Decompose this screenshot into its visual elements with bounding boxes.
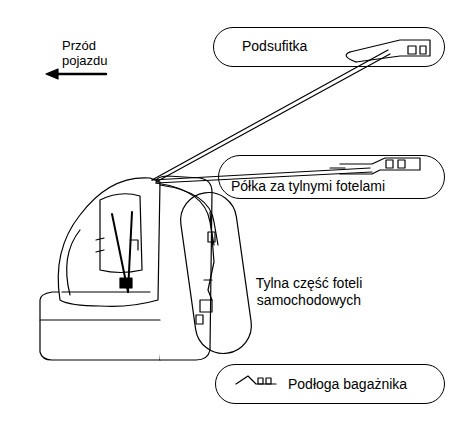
ceiling-anchor [346,40,430,62]
location-name: Tylna część foteli samochodowych [242,275,376,309]
location-box: Podłoga bagażnika [215,364,445,404]
tether-strap [152,50,390,245]
arrow-head [46,69,58,79]
shelf-anchor [330,158,420,174]
location-label: Tylna część foteli samochodowych [236,275,384,315]
seat-back-region [177,189,255,357]
front-arrow [52,73,106,76]
floor-anchor [236,376,276,384]
direction-label: Przód pojazdu [62,38,112,68]
location-name: Podłoga bagażnika [288,376,407,393]
location-name: Podsufitka [242,38,307,55]
location-box: Półka za tylnymi fotelami [218,155,445,199]
location-name: Półka za tylnymi fotelami [231,178,385,195]
location-box: Podsufitka [213,27,445,67]
child-seat [58,178,160,307]
